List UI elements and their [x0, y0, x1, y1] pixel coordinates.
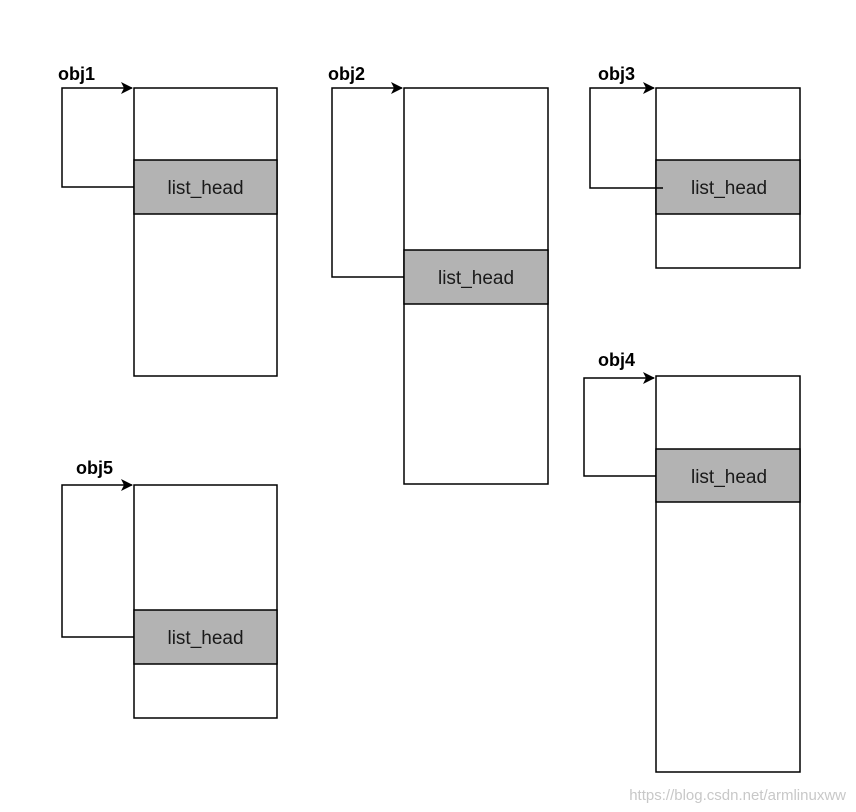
obj2-self-pointer-arrow — [331, 82, 404, 278]
obj2-list-head-label: list_head — [438, 268, 514, 289]
obj3-list-head-label: list_head — [691, 178, 767, 199]
obj1-list-head-box — [133, 159, 278, 215]
watermark-text: https://blog.csdn.net/armlinuxww — [629, 787, 846, 804]
obj5-box — [133, 484, 278, 719]
object-obj3: list_head obj3 — [589, 64, 801, 269]
obj5-label: obj5 — [76, 458, 113, 478]
obj4-self-pointer-arrow — [583, 372, 656, 477]
obj1-label: obj1 — [58, 64, 95, 84]
obj5-list-head-box — [133, 609, 278, 665]
obj4-box — [655, 375, 801, 773]
obj5-list-head-label: list_head — [167, 628, 243, 649]
obj1-list-head-label: list_head — [167, 178, 243, 199]
obj3-label: obj3 — [598, 64, 635, 84]
obj4-list-head-label: list_head — [691, 467, 767, 488]
obj2-list-head-box — [403, 249, 549, 305]
obj2-label: obj2 — [328, 64, 365, 84]
object-obj5: list_head obj5 — [61, 458, 278, 719]
obj3-self-pointer-arrow — [589, 82, 663, 189]
object-obj2: list_head obj2 — [328, 64, 549, 485]
obj3-list-head-box — [655, 159, 801, 215]
obj5-self-pointer-arrow — [61, 479, 134, 638]
obj1-box — [133, 87, 278, 377]
obj4-label: obj4 — [598, 350, 635, 370]
obj1-self-pointer-arrow — [61, 82, 134, 188]
object-obj1: list_head obj1 — [58, 64, 278, 377]
object-obj4: list_head obj4 — [583, 350, 801, 773]
